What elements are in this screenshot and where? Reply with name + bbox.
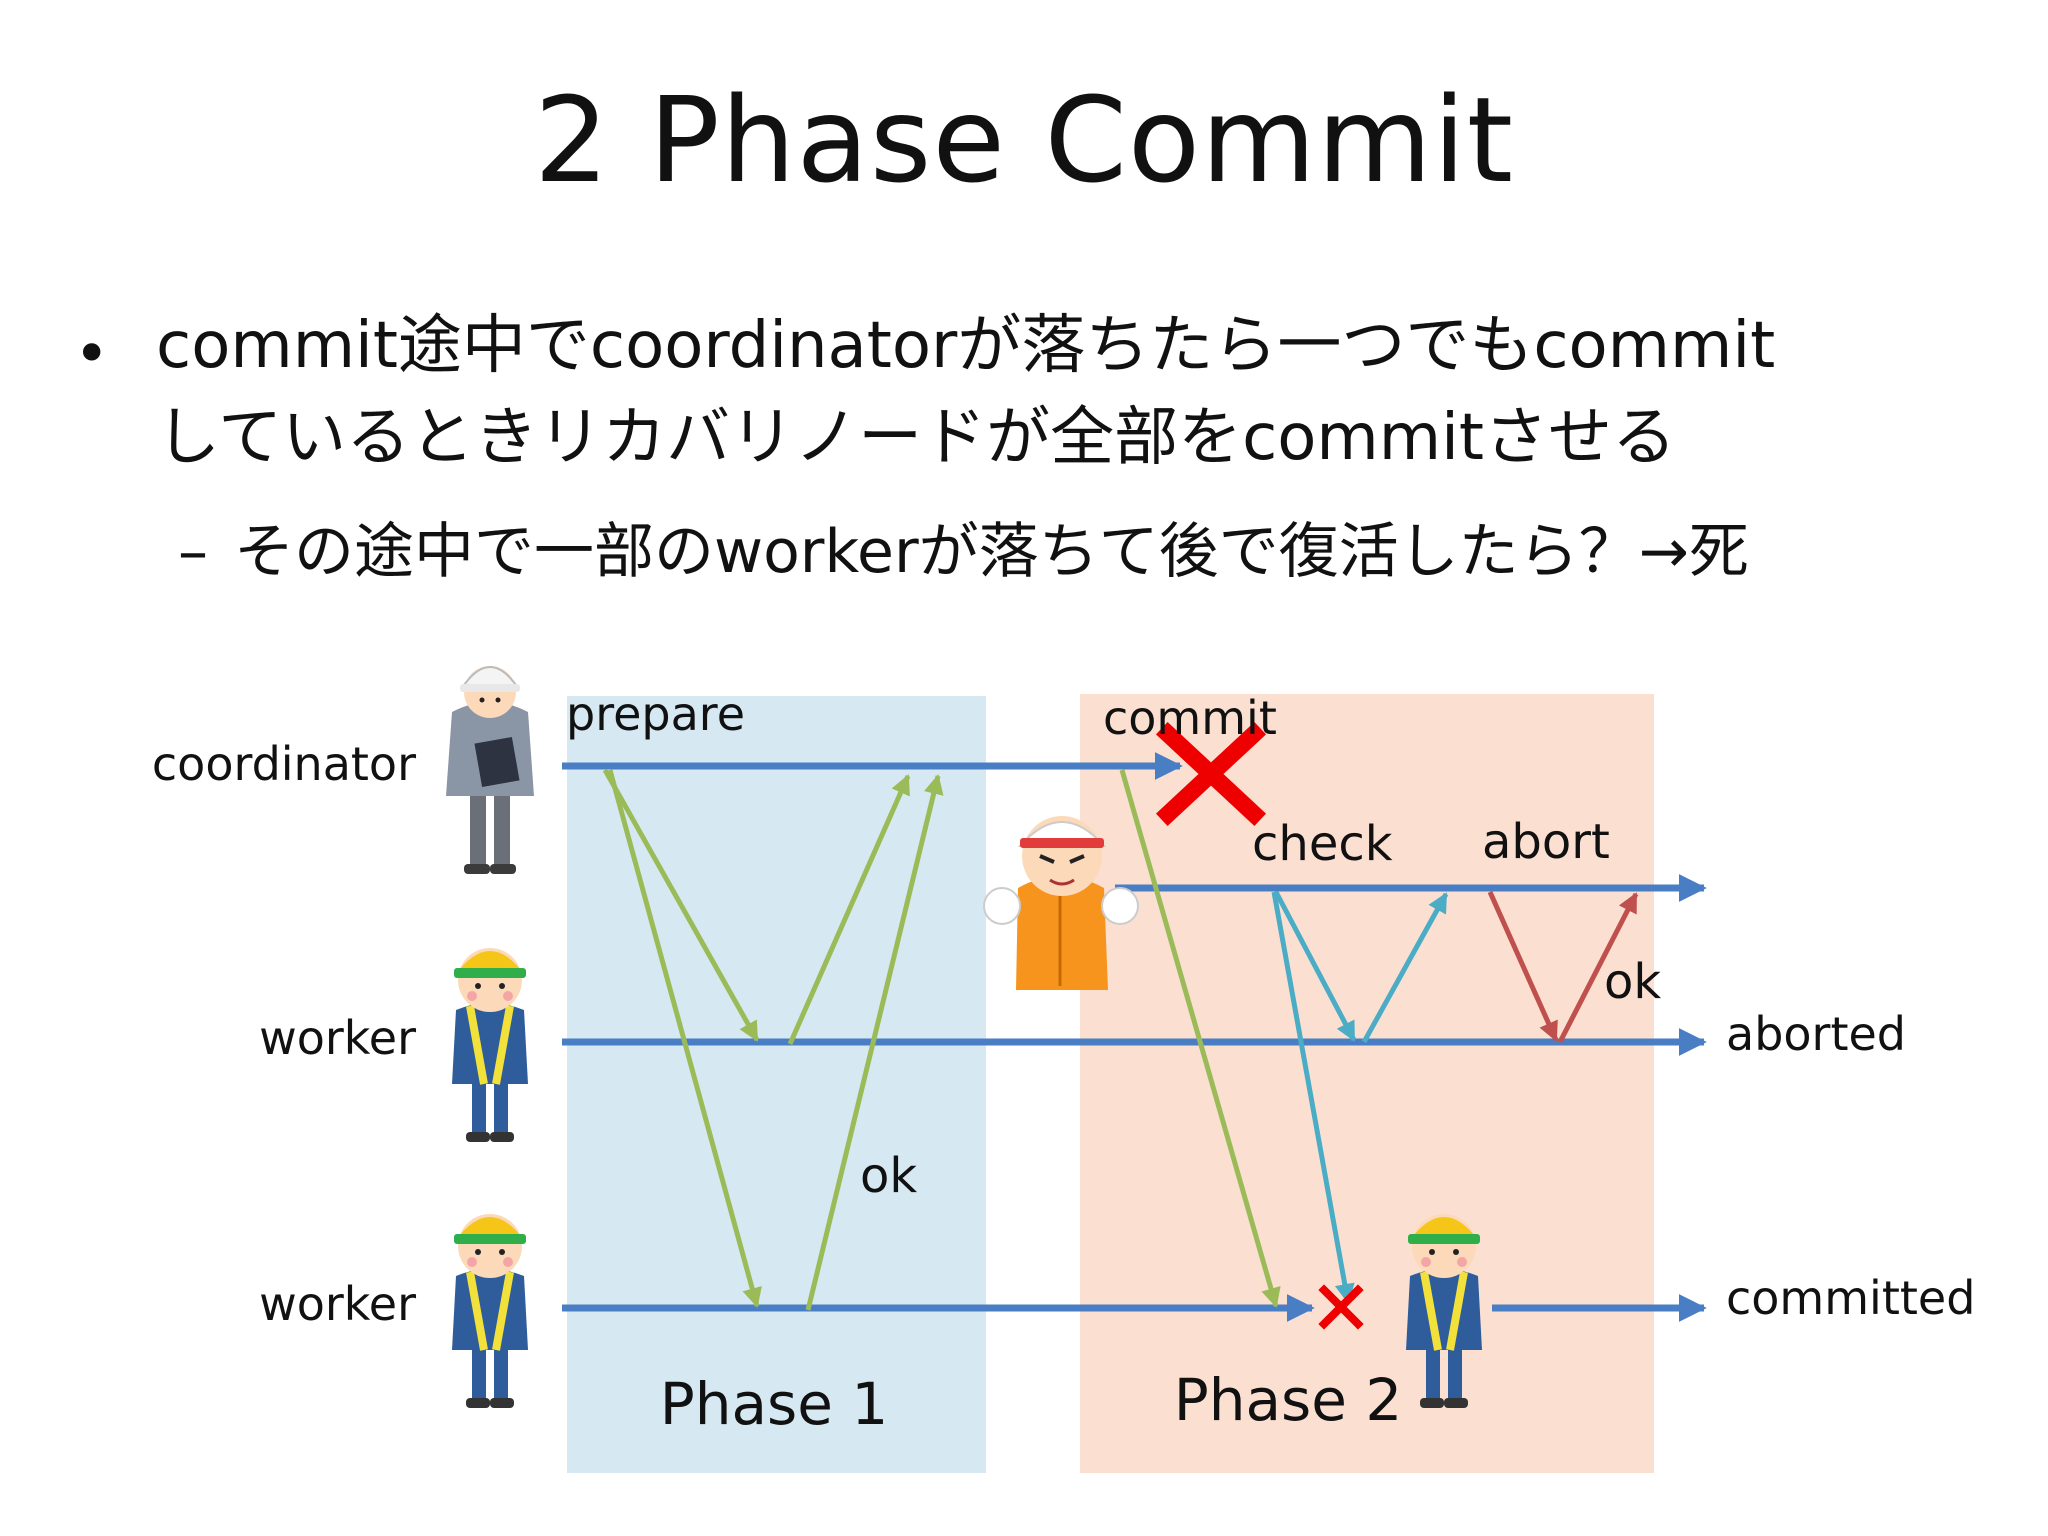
prepare-arrows <box>602 768 944 1311</box>
worker2-revived-person-icon <box>1406 1214 1482 1408</box>
worker1-label: worker <box>259 1011 416 1065</box>
ok-phase1-label: ok <box>860 1148 917 1204</box>
slide-title: 2 Phase Commit <box>534 71 1514 209</box>
phase2-region <box>1080 694 1654 1473</box>
coordinator-label: coordinator <box>152 737 416 791</box>
sub-bullet-dash: – <box>178 517 208 587</box>
worker2-failure-x-icon <box>1318 1284 1364 1330</box>
coordinator-person-icon <box>446 666 534 874</box>
abort-label: abort <box>1482 814 1610 870</box>
sub-bullet-text: その途中で一部のworkerが落ちて後で復活したら？→死 <box>234 517 1749 587</box>
commit-arrow <box>1119 769 1281 1308</box>
bullet-text: commit途中でcoordinatorが落ちたら一つでもcommit している… <box>156 300 2026 484</box>
recovery-node-person-icon <box>983 816 1139 990</box>
prepare-label: prepare <box>566 687 745 741</box>
check-arrows <box>1271 890 1449 1304</box>
phase2-label: Phase 2 <box>1174 1366 1403 1434</box>
phase1-label: Phase 1 <box>660 1370 889 1438</box>
coordinator-failure-x-icon <box>1155 721 1267 827</box>
worker1-person-icon <box>452 948 528 1142</box>
bullet-dot-icon: • <box>74 319 110 389</box>
committed-label: committed <box>1726 1271 1975 1325</box>
sub-bullet-item: –その途中で一部のworkerが落ちて後で復活したら？→死 <box>178 510 2028 594</box>
bullet-text-line-2: しているときリカバリノードが全部をcommitさせる <box>156 401 1676 475</box>
ok-phase2-label: ok <box>1604 954 1661 1010</box>
aborted-label: aborted <box>1726 1007 1906 1061</box>
worker2-person-icon <box>452 1214 528 1408</box>
commit-label: commit <box>1103 691 1277 745</box>
check-label: check <box>1252 816 1393 872</box>
worker2-label: worker <box>259 1277 416 1331</box>
abort-arrows <box>1487 890 1639 1044</box>
bullet-text-line-1: commit途中でcoordinatorが落ちたら一つでもcommit <box>156 309 1776 383</box>
